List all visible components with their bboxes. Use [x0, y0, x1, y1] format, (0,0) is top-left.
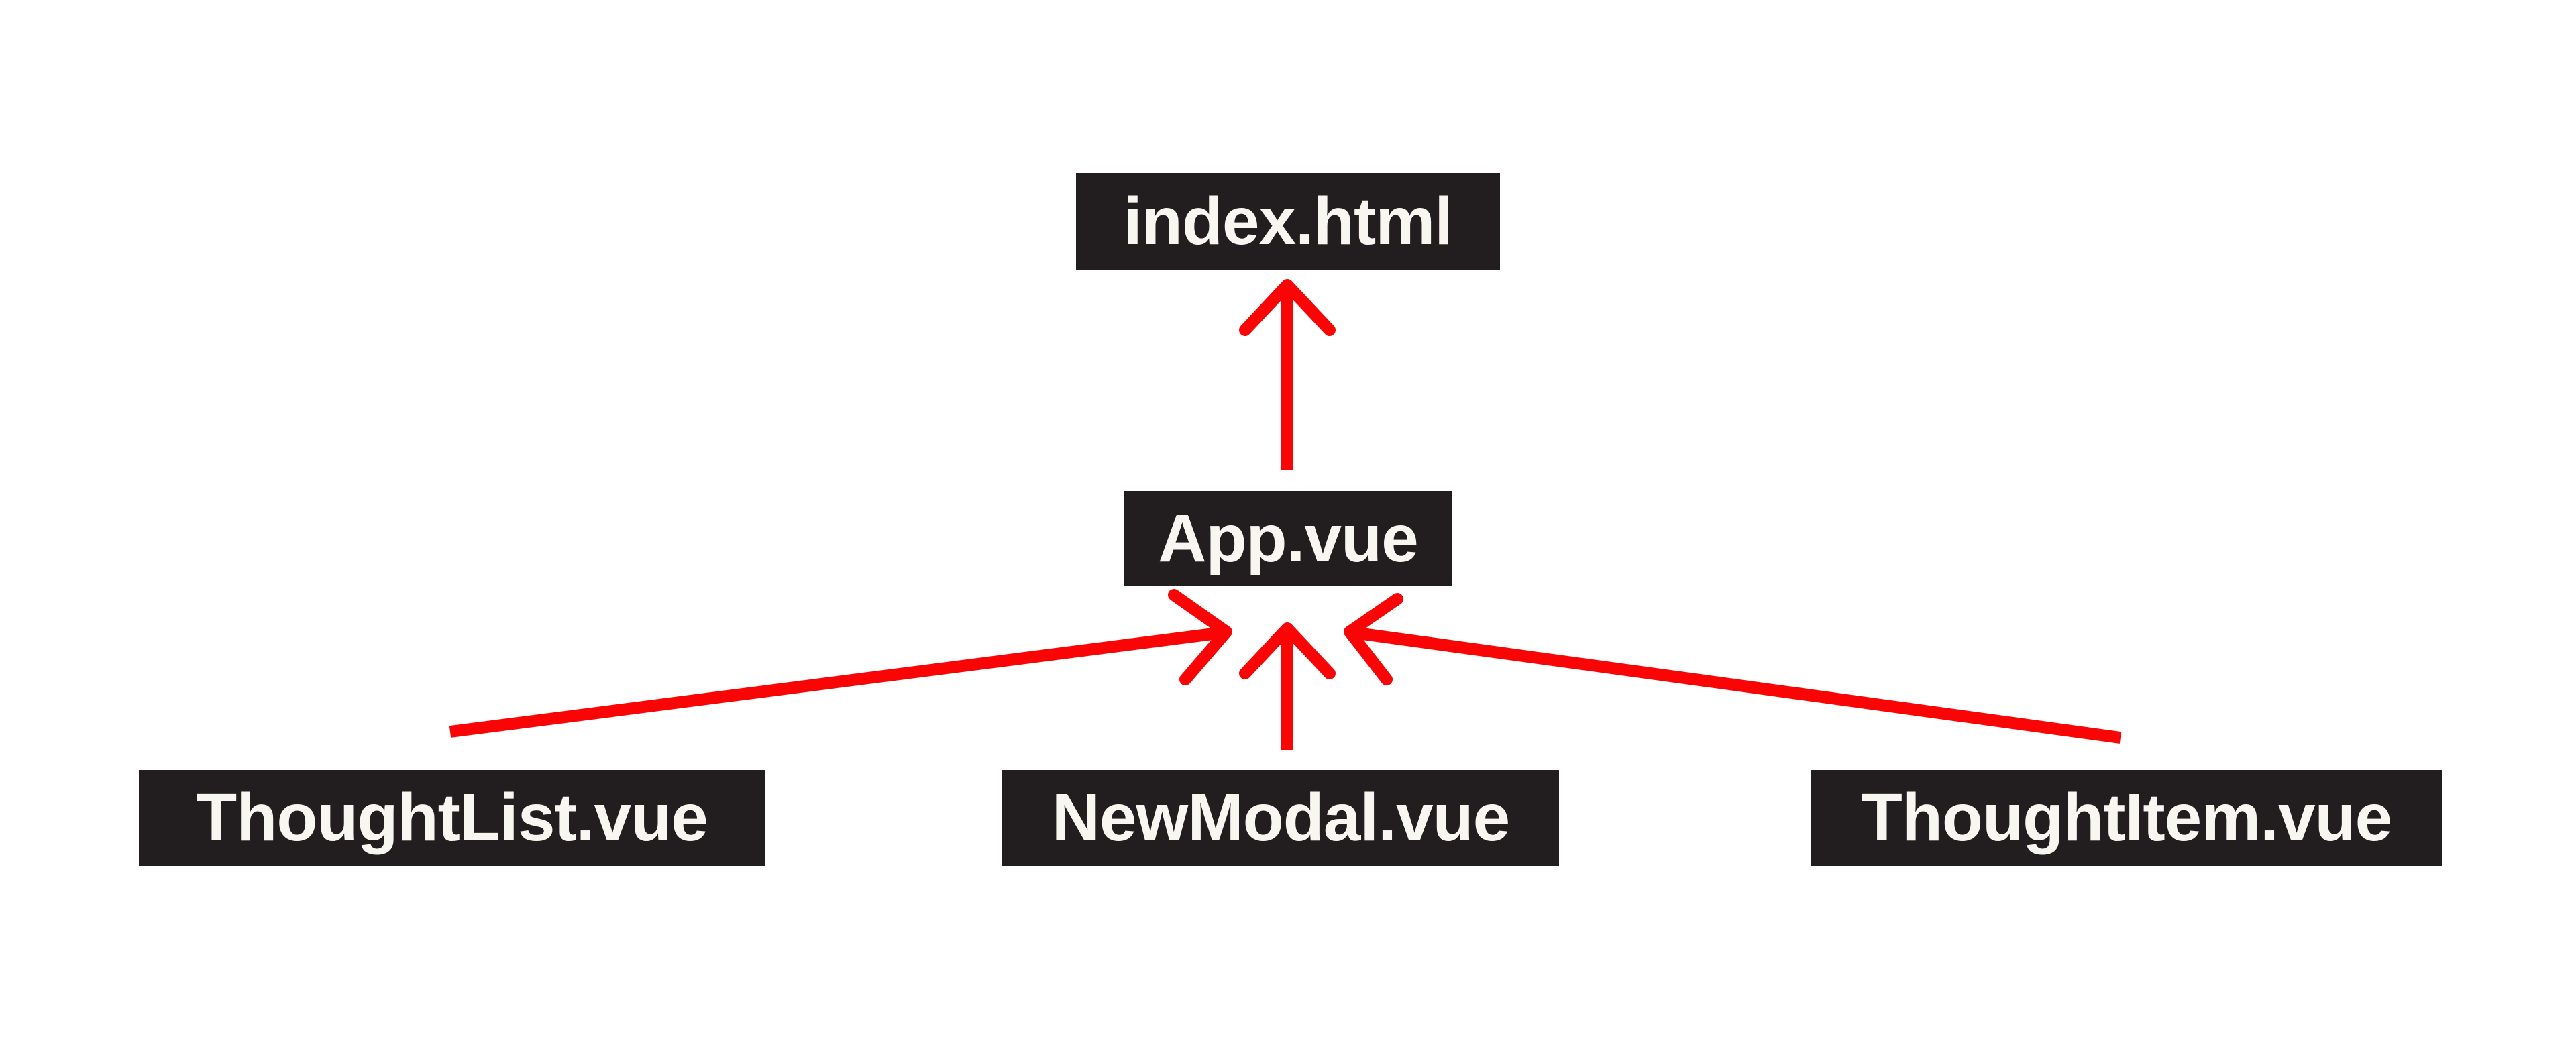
- node-label: index.html: [1123, 183, 1453, 259]
- arrow-head-icon: [1239, 622, 1336, 679]
- node-label: App.vue: [1158, 500, 1418, 576]
- node-newmodal-vue: NewModal.vue: [1002, 770, 1559, 866]
- node-label: NewModal.vue: [1051, 780, 1511, 855]
- edge-newmodal-to-appvue: [1239, 622, 1336, 750]
- edge-appvue-to-indexhtml: [1239, 279, 1336, 470]
- arrow-shaft: [449, 626, 1225, 738]
- edge-thoughtlist-to-appvue: [449, 589, 1232, 738]
- arrow-head-icon: [1168, 589, 1232, 685]
- node-index-html: index.html: [1076, 173, 1500, 270]
- node-label: ThoughtList.vue: [196, 780, 708, 855]
- arrow-shaft: [1351, 626, 2122, 744]
- node-thoughtitem-vue: ThoughtItem.vue: [1811, 770, 2442, 866]
- node-thoughtlist-vue: ThoughtList.vue: [139, 770, 765, 866]
- edge-thoughtitem-to-appvue: [1344, 593, 2122, 744]
- node-label: ThoughtItem.vue: [1861, 780, 2393, 855]
- arrow-head-icon: [1239, 279, 1336, 336]
- arrow-head-icon: [1344, 593, 1403, 685]
- node-app-vue: App.vue: [1124, 491, 1452, 586]
